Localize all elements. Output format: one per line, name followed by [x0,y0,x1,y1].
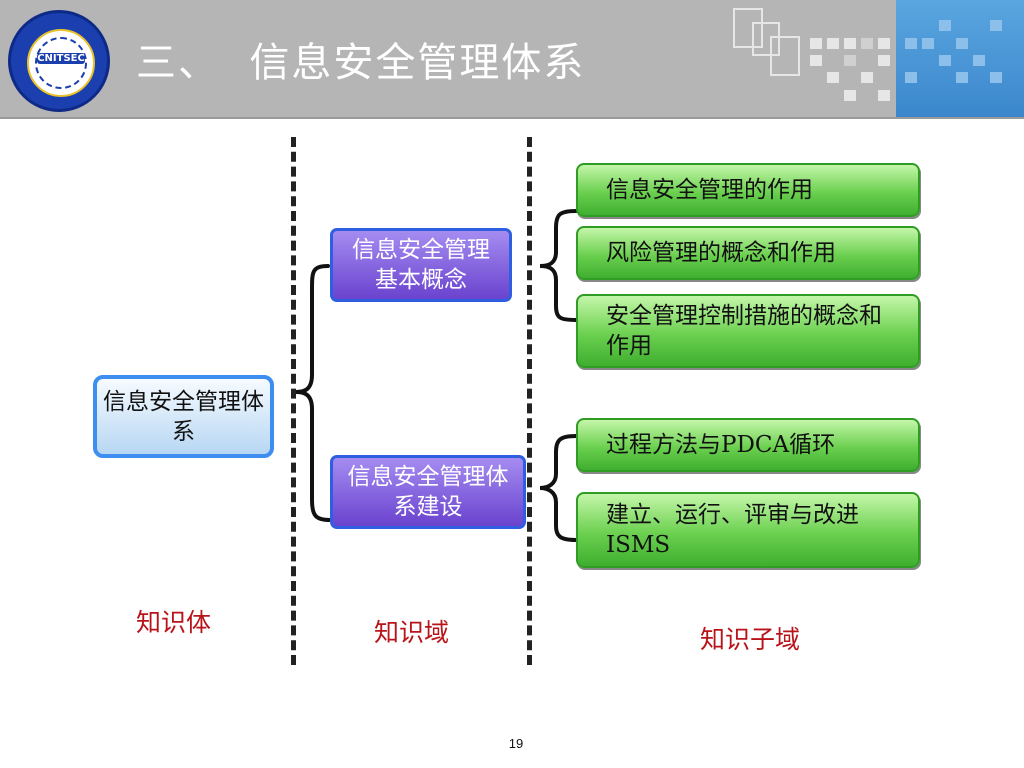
logo-emblem: CNITSEC [27,29,95,97]
header-bar: CNITSEC 三、 信息安全管理体系 [0,0,1024,119]
page-title: 三、 信息安全管理体系 [136,40,586,86]
decor-square [827,38,839,49]
logo-web-pattern [35,37,87,89]
root-brace [295,264,332,522]
subdomain-node-text: 安全管理控制措施的概念和作用 [606,303,882,359]
decor-square [861,72,873,83]
decor-square [827,72,839,83]
decor-square [939,55,951,66]
logo-text: CNITSEC [37,53,85,64]
decor-square [844,90,856,101]
decor-square [973,55,985,66]
column-divider-left [291,137,296,665]
decor-square [905,38,917,49]
decor-square [922,38,934,49]
decor-square [844,38,856,49]
subdomain-node-5: 建立、运行、评审与改进ISMS [576,492,920,568]
decor-square [956,72,968,83]
decor-square [810,38,822,49]
domain-node-text: 信息安全管理基本概念 [352,237,490,293]
label-knowledge-body: 知识体 [136,608,212,637]
domain-brace-lower [539,434,578,542]
subdomain-node-2: 风险管理的概念和作用 [576,226,920,280]
subdomain-node-text: 风险管理的概念和作用 [606,240,836,266]
decor-square [956,38,968,49]
column-divider-right [527,137,532,665]
decor-square [878,90,890,101]
label-knowledge-subdomain: 知识子域 [700,625,801,654]
cnitsec-logo-icon: CNITSEC [8,10,110,112]
decor-square [752,22,780,56]
decor-square [939,20,951,31]
decor-square [990,72,1002,83]
header-blue-panel [896,0,1024,117]
domain-brace-upper [539,209,578,322]
subdomain-node-1: 信息安全管理的作用 [576,163,920,217]
decor-square [733,8,763,48]
subdomain-node-text: 信息安全管理的作用 [606,177,813,203]
subdomain-node-4: 过程方法与PDCA循环 [576,418,920,472]
domain-node-concepts: 信息安全管理基本概念 [330,228,512,302]
decor-square [810,55,822,66]
subdomain-node-3: 安全管理控制措施的概念和作用 [576,294,920,368]
decor-square [861,38,873,49]
root-node-text: 信息安全管理体系 [103,388,264,445]
decor-square [770,36,800,76]
subdomain-node-text: 过程方法与PDCA循环 [606,432,836,458]
page-number: 19 [508,736,524,751]
decor-square [878,38,890,49]
domain-node-construction: 信息安全管理体系建设 [330,455,526,529]
decor-square [905,72,917,83]
root-node: 信息安全管理体系 [93,375,274,458]
domain-node-text: 信息安全管理体系建设 [347,464,509,520]
label-knowledge-domain: 知识域 [374,618,450,647]
decor-square [878,55,890,66]
subdomain-node-text: 建立、运行、评审与改进ISMS [606,502,859,558]
decor-square [990,20,1002,31]
decor-square [844,55,856,66]
